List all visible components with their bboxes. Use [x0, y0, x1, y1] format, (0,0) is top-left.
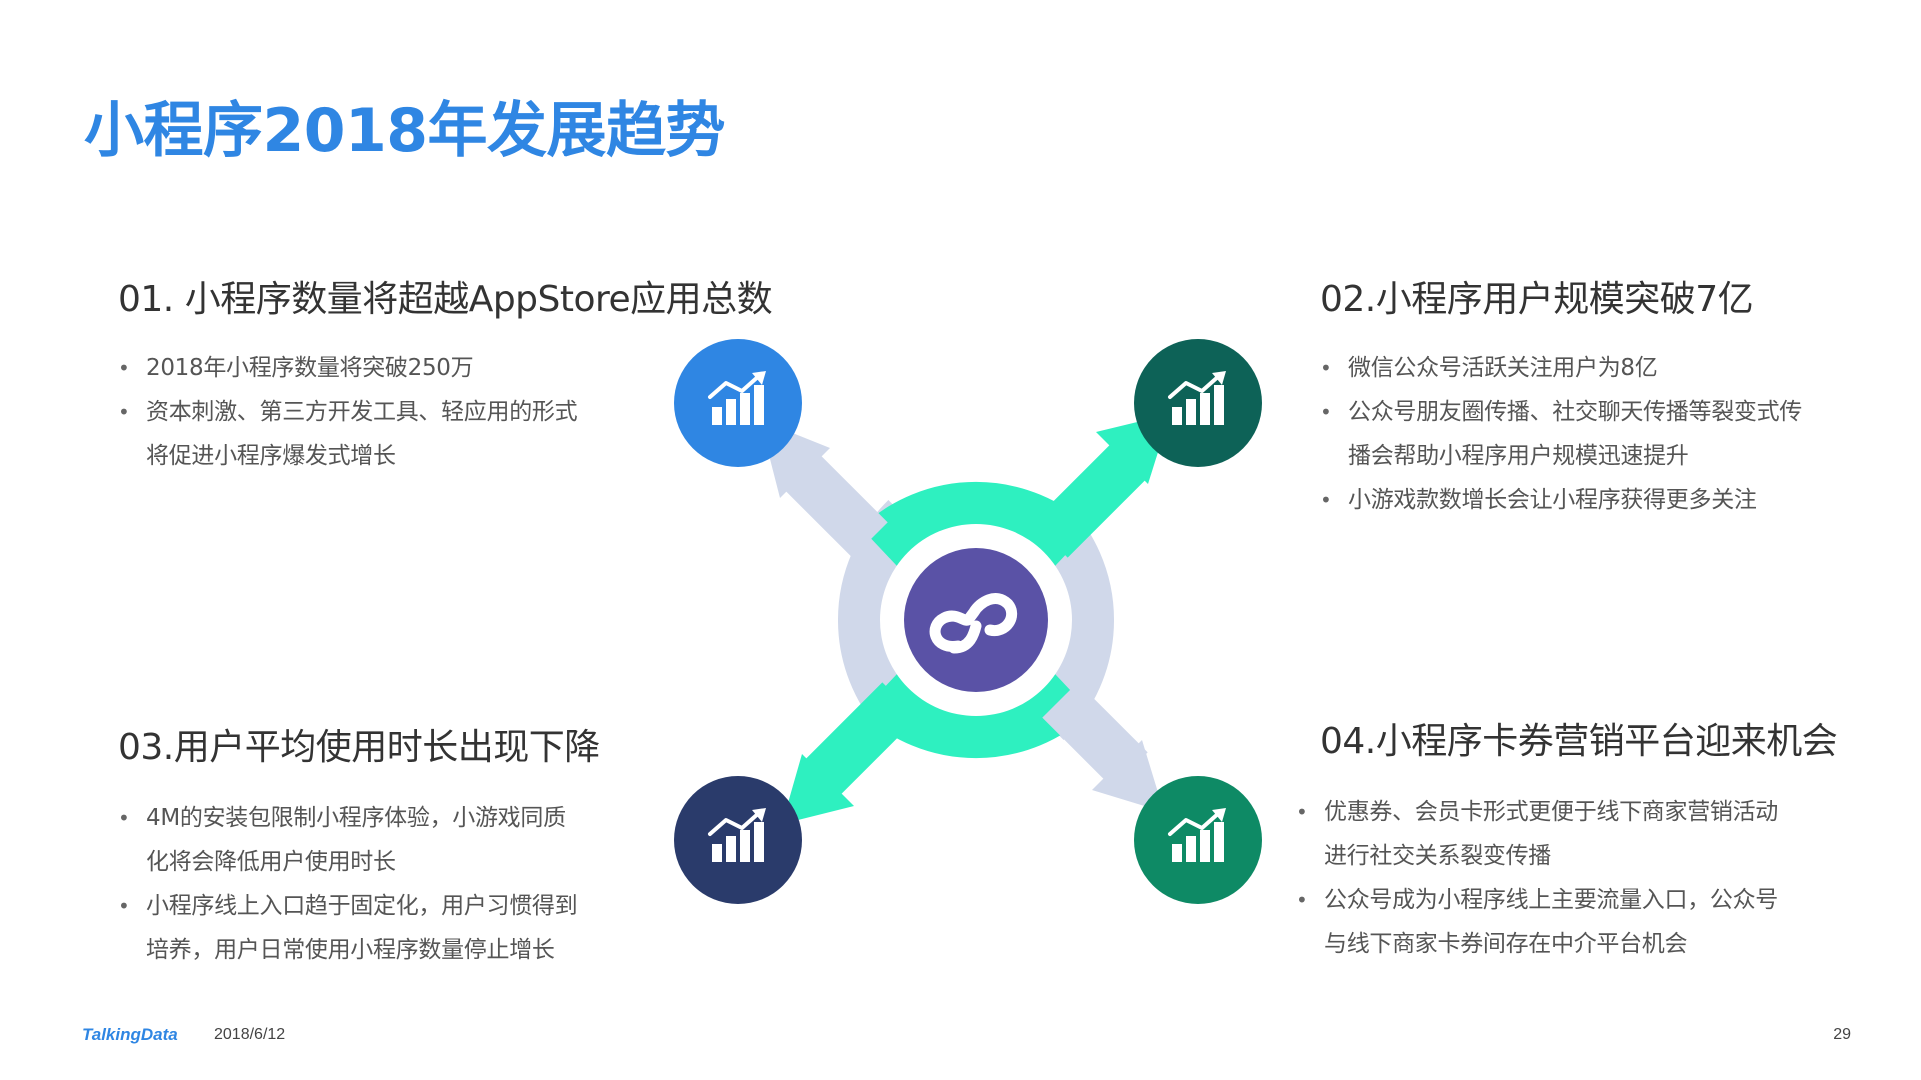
bullet-list: 4M的安装包限制小程序体验，小游戏同质 化将会降低用户使用时长 小程序线上入口趋…: [118, 796, 678, 972]
bullet-item: 公众号朋友圈传播、社交聊天传播等裂变式传: [1320, 390, 1880, 434]
mini-program-logo-icon: [929, 593, 1018, 654]
bullet-item: 4M的安装包限制小程序体验，小游戏同质: [118, 796, 678, 840]
page-title: 小程序2018年发展趋势: [84, 96, 726, 166]
bullet-item: 优惠券、会员卡形式更便于线下商家营销活动: [1296, 790, 1880, 834]
bullet-item: 小游戏款数增长会让小程序获得更多关注: [1320, 478, 1880, 522]
trend-section-1: 01. 小程序数量将超越AppStore应用总数 2018年小程序数量将突破25…: [118, 270, 773, 478]
node-2: [1134, 339, 1262, 467]
page-number: 29: [1833, 1026, 1851, 1043]
section-heading: 02.小程序用户规模突破7亿: [1320, 279, 1754, 320]
trend-section-2: 02.小程序用户规模突破7亿 微信公众号活跃关注用户为8亿 公众号朋友圈传播、社…: [1320, 270, 1880, 522]
bullet-item: 2018年小程序数量将突破250万: [118, 346, 678, 390]
bullet-item-continuation: 培养，用户日常使用小程序数量停止增长: [146, 937, 555, 963]
node-1: [674, 339, 802, 467]
bullet-list: 微信公众号活跃关注用户为8亿 公众号朋友圈传播、社交聊天传播等裂变式传 播会帮助…: [1320, 346, 1880, 522]
footer-date: 2018/6/12: [214, 1026, 286, 1043]
bullet-item-continuation: 进行社交关系裂变传播: [1324, 843, 1552, 869]
bullet-item-continuation: 将促进小程序爆发式增长: [146, 443, 396, 469]
center-circle: [904, 548, 1048, 692]
bullet-item: 公众号成为小程序线上主要流量入口，公众号: [1296, 878, 1880, 922]
trend-section-4: 04.小程序卡券营销平台迎来机会 优惠券、会员卡形式更便于线下商家营销活动 进行…: [1296, 712, 1880, 966]
bullet-item-continuation: 播会帮助小程序用户规模迅速提升: [1348, 443, 1689, 469]
bullet-item: 小程序线上入口趋于固定化，用户习惯得到: [118, 884, 678, 928]
node-4: [1134, 776, 1262, 904]
node-3: [674, 776, 802, 904]
bullet-item-continuation: 化将会降低用户使用时长: [146, 849, 396, 875]
bullet-item: 资本刺激、第三方开发工具、轻应用的形式: [118, 390, 678, 434]
arrow-bottom-right: [1042, 682, 1164, 812]
bullet-item: 微信公众号活跃关注用户为8亿: [1320, 346, 1880, 390]
bullet-item-continuation: 与线下商家卡券间存在中介平台机会: [1324, 931, 1688, 957]
bullet-list: 2018年小程序数量将突破250万 资本刺激、第三方开发工具、轻应用的形式 将促…: [118, 346, 678, 478]
bullet-list: 优惠券、会员卡形式更便于线下商家营销活动 进行社交关系裂变传播 公众号成为小程序…: [1296, 790, 1880, 966]
section-heading: 04.小程序卡券营销平台迎来机会: [1320, 721, 1838, 762]
section-heading: 01. 小程序数量将超越AppStore应用总数: [118, 279, 773, 320]
section-heading: 03.用户平均使用时长出现下降: [118, 727, 600, 768]
brand-logo: TalkingData: [82, 1025, 178, 1044]
trend-section-3: 03.用户平均使用时长出现下降 4M的安装包限制小程序体验，小游戏同质 化将会降…: [118, 718, 678, 972]
arrow-bottom-left: [782, 682, 918, 824]
